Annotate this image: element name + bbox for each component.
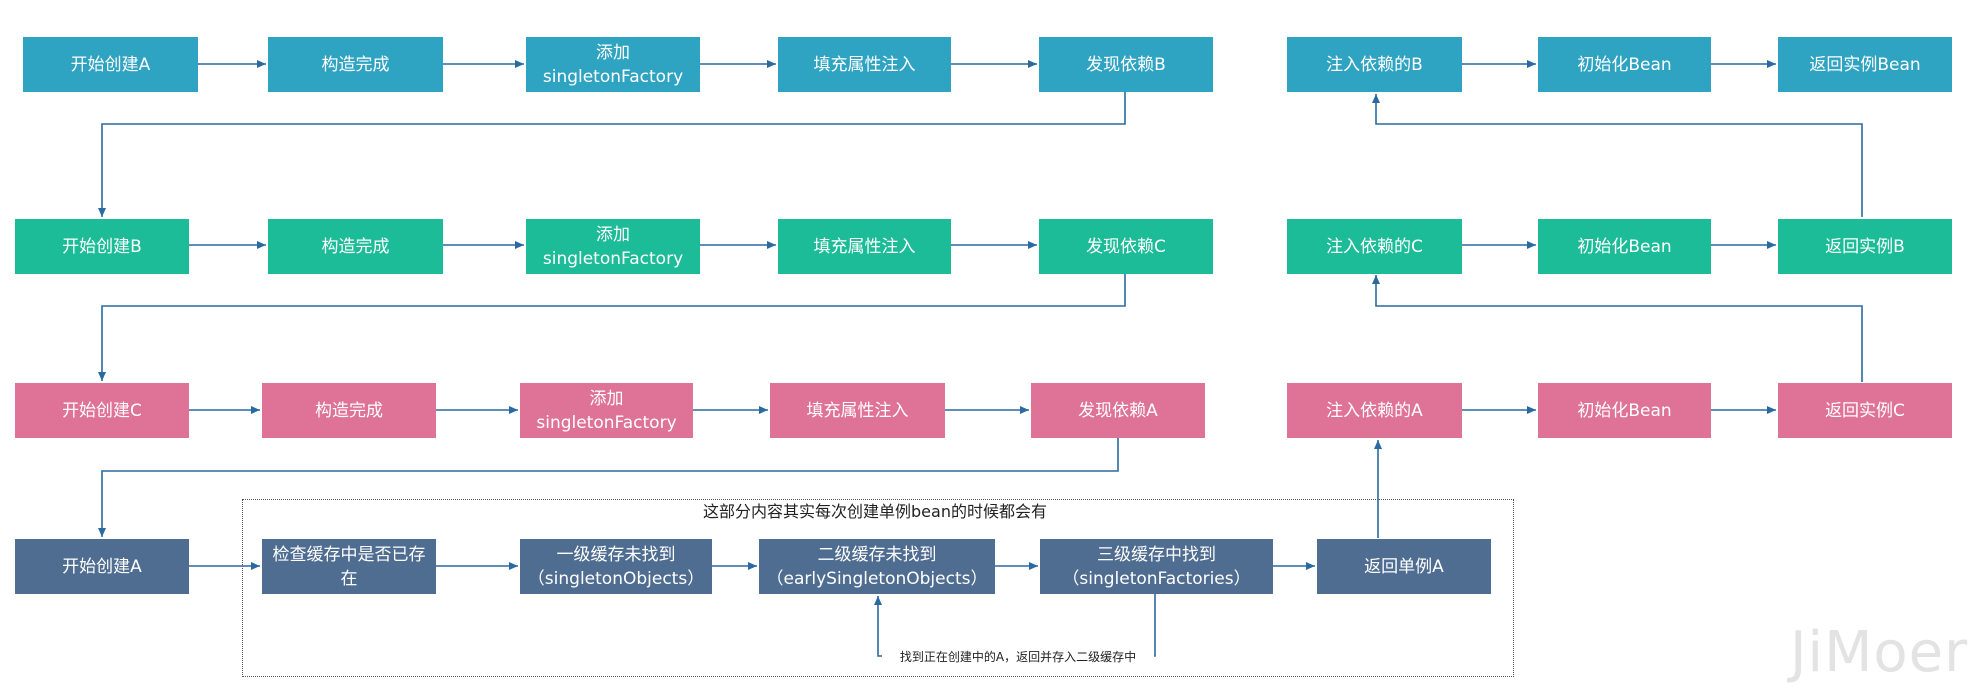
cache-lookup-region-label: 这部分内容其实每次创建单例bean的时候都会有 xyxy=(703,502,1047,521)
node-a-add-factory-label: 添加 singletonFactory xyxy=(542,42,684,87)
node-d-start-label: 开始创建A xyxy=(62,556,142,577)
node-c-populate: 填充属性注入 xyxy=(770,383,945,438)
node-a-add-factory: 添加 singletonFactory xyxy=(526,37,700,92)
node-b-found-dep: 发现依赖C xyxy=(1039,219,1213,274)
node-c-start-label: 开始创建C xyxy=(62,400,142,421)
node-c-return-label: 返回实例C xyxy=(1825,400,1905,421)
node-c-add-factory: 添加 singletonFactory xyxy=(520,383,693,438)
arrow-return-b-to-inject-b xyxy=(1372,94,1863,217)
node-a-found-dep: 发现依赖B xyxy=(1039,37,1213,92)
node-b-populate-label: 填充属性注入 xyxy=(813,236,916,257)
node-d-check-cache: 检查缓存中是否已存 在 xyxy=(262,539,436,594)
node-c-init-label: 初始化Bean xyxy=(1577,400,1672,421)
node-b-add-factory: 添加 singletonFactory xyxy=(526,219,700,274)
node-d-level3: 三级缓存中找到 （singletonFactories） xyxy=(1040,539,1273,594)
node-d-level1: 一级缓存未找到 （singletonObjects） xyxy=(520,539,712,594)
node-a-start: 开始创建A xyxy=(23,37,198,92)
node-d-return-singleton-label: 返回单例A xyxy=(1364,556,1444,577)
node-b-return-label: 返回实例B xyxy=(1825,236,1905,257)
node-b-construct: 构造完成 xyxy=(268,219,443,274)
node-b-populate: 填充属性注入 xyxy=(778,219,951,274)
node-a-start-label: 开始创建A xyxy=(70,54,151,75)
node-b-inject: 注入依赖的C xyxy=(1287,219,1462,274)
arrow-a-to-b xyxy=(98,92,1126,217)
node-c-add-factory-label: 添加 singletonFactory xyxy=(536,388,677,433)
node-d-level3-label: 三级缓存中找到 （singletonFactories） xyxy=(1062,544,1251,589)
node-b-init-label: 初始化Bean xyxy=(1577,236,1672,257)
node-a-found-dep-label: 发现依赖B xyxy=(1086,54,1166,75)
node-d-return-singleton: 返回单例A xyxy=(1317,539,1491,594)
node-d-level2: 二级缓存未找到 （earlySingletonObjects） xyxy=(759,539,995,594)
node-c-construct: 构造完成 xyxy=(262,383,436,438)
node-a-inject-label: 注入依赖的B xyxy=(1326,54,1423,75)
node-a-init-label: 初始化Bean xyxy=(1577,54,1672,75)
node-a-construct: 构造完成 xyxy=(268,37,443,92)
node-b-found-dep-label: 发现依赖C xyxy=(1086,236,1166,257)
node-b-start: 开始创建B xyxy=(15,219,189,274)
node-a-construct-label: 构造完成 xyxy=(321,54,390,75)
node-b-start-label: 开始创建B xyxy=(62,236,142,257)
arrow-b-to-c xyxy=(98,273,1126,381)
arrow-return-c-to-inject-c xyxy=(1372,275,1863,382)
node-a-init: 初始化Bean xyxy=(1538,37,1711,92)
node-b-return: 返回实例B xyxy=(1778,219,1952,274)
cache-lookup-region xyxy=(242,499,1514,677)
node-c-populate-label: 填充属性注入 xyxy=(806,400,909,421)
node-d-level1-label: 一级缓存未找到 （singletonObjects） xyxy=(527,544,705,589)
node-b-construct-label: 构造完成 xyxy=(321,236,390,257)
node-c-start: 开始创建C xyxy=(15,383,189,438)
level3-note: 找到正在创建中的A，返回并存入二级缓存中 xyxy=(882,648,1154,665)
watermark: JiMoer xyxy=(1790,620,1968,685)
node-a-populate: 填充属性注入 xyxy=(778,37,951,92)
node-c-found-dep: 发现依赖A xyxy=(1031,383,1205,438)
node-c-inject-label: 注入依赖的A xyxy=(1326,400,1423,421)
arrow-c-to-d xyxy=(98,438,1119,537)
node-a-populate-label: 填充属性注入 xyxy=(813,54,916,75)
node-d-level2-label: 二级缓存未找到 （earlySingletonObjects） xyxy=(766,544,988,589)
node-d-start: 开始创建A xyxy=(15,539,189,594)
node-c-inject: 注入依赖的A xyxy=(1287,383,1462,438)
node-a-inject: 注入依赖的B xyxy=(1287,37,1462,92)
node-c-init: 初始化Bean xyxy=(1538,383,1711,438)
node-a-return-label: 返回实例Bean xyxy=(1809,54,1921,75)
node-d-check-cache-label: 检查缓存中是否已存 在 xyxy=(272,544,426,589)
node-c-found-dep-label: 发现依赖A xyxy=(1078,400,1158,421)
node-c-construct-label: 构造完成 xyxy=(315,400,383,421)
node-b-inject-label: 注入依赖的C xyxy=(1326,236,1423,257)
node-b-init: 初始化Bean xyxy=(1538,219,1711,274)
node-c-return: 返回实例C xyxy=(1778,383,1952,438)
node-b-add-factory-label: 添加 singletonFactory xyxy=(542,224,684,269)
node-a-return: 返回实例Bean xyxy=(1778,37,1952,92)
